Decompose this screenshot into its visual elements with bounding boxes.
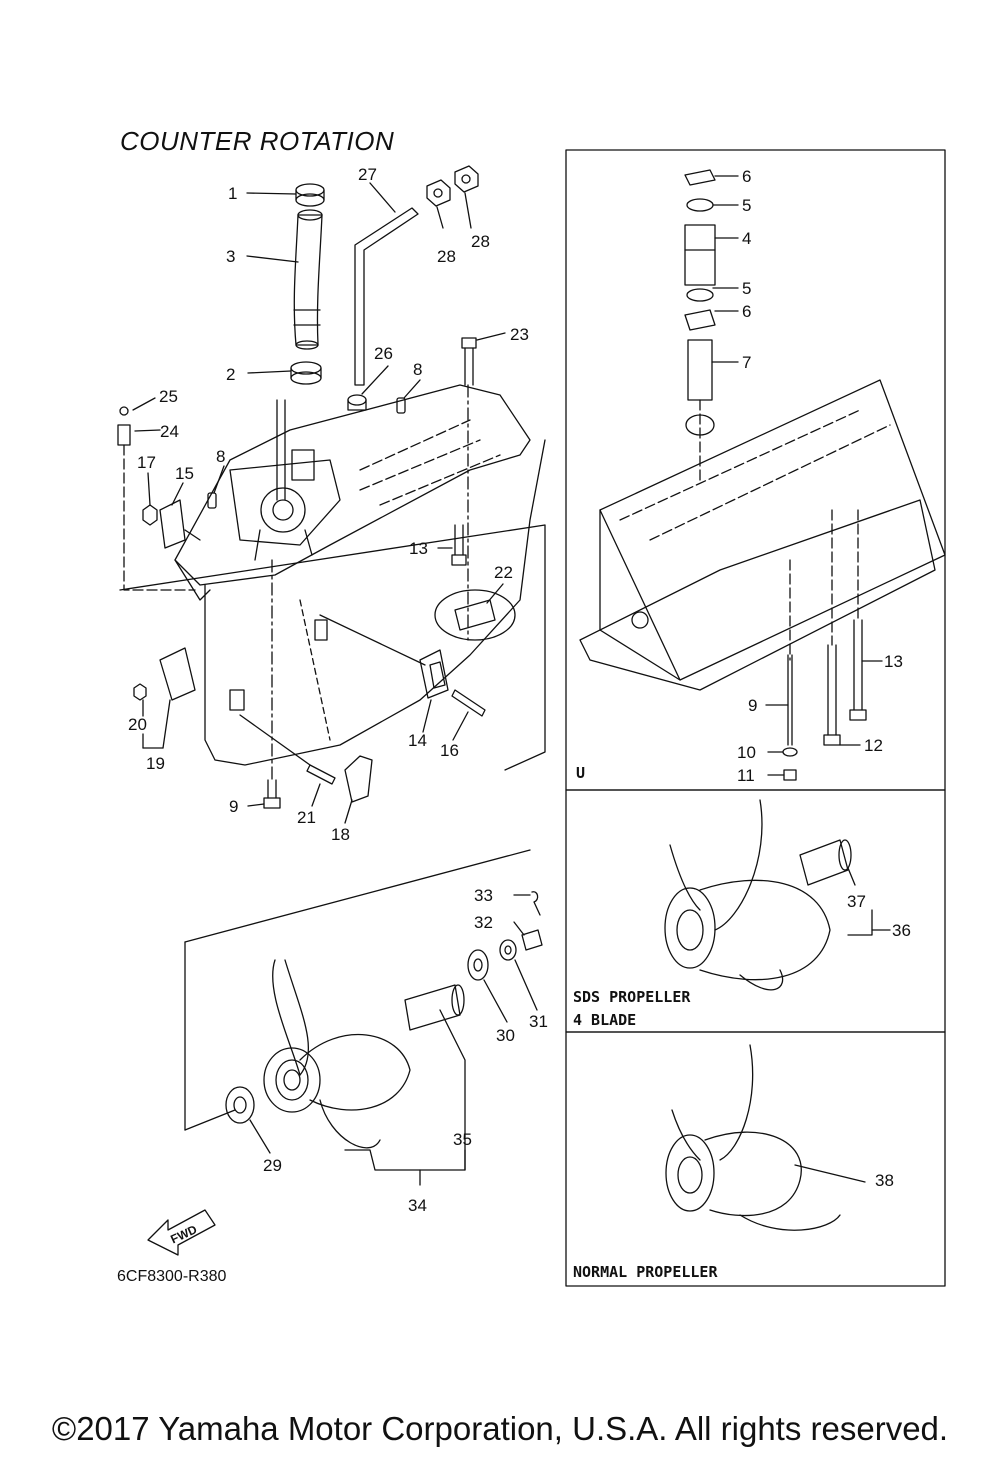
callout-19: 19 (146, 754, 165, 773)
copyright-notice: ©2017 Yamaha Motor Corporation, U.S.A. A… (51, 1410, 949, 1447)
part-19-anode (133, 647, 196, 701)
callout-22: 22 (494, 563, 513, 582)
callout-29: 29 (263, 1156, 282, 1175)
callout-30: 30 (496, 1026, 515, 1045)
callout-36: 36 (892, 921, 911, 940)
part-2-grommet (290, 361, 322, 385)
lower-case-housing (174, 384, 546, 766)
leader-lines (132, 175, 891, 1186)
callout-33: 33 (474, 886, 493, 905)
part-24-nipple (117, 406, 196, 591)
callout-6: 6 (742, 167, 751, 186)
callout-3: 3 (226, 247, 235, 266)
part-30-washer (467, 949, 489, 981)
panel-u-frame (565, 149, 946, 791)
part-13-bolt (451, 524, 467, 566)
callout-27: 27 (358, 165, 377, 184)
callout-23: 23 (510, 325, 529, 344)
part-15-bracket (142, 499, 201, 549)
part-31-washer (499, 939, 517, 961)
normal-propeller (665, 1044, 866, 1231)
callout-8: 8 (216, 447, 225, 466)
part-35-bushing (404, 984, 465, 1031)
panel-u-label: U (576, 764, 586, 782)
callout-20: 20 (128, 715, 147, 734)
part-21-bolt (306, 764, 336, 785)
part-23-bolt (461, 337, 477, 641)
callout-31: 31 (529, 1012, 548, 1031)
part-9-bolt (263, 559, 281, 809)
drive-shaft (276, 399, 315, 501)
callout-21: 21 (297, 808, 316, 827)
callout-14: 14 (408, 731, 427, 750)
diagram-title: COUNTER ROTATION (120, 126, 395, 156)
panel-u-drawing (579, 169, 946, 781)
callout-28: 28 (471, 232, 490, 251)
fwd-arrow-icon (147, 1209, 216, 1256)
callout-5: 5 (742, 196, 751, 215)
panel-sds-label-line2: 4 BLADE (573, 1011, 637, 1029)
part-28-clips (426, 165, 479, 207)
callout-18: 18 (331, 825, 350, 844)
sds-propeller (664, 799, 873, 991)
callout-7: 7 (742, 353, 751, 372)
callout-10: 10 (737, 743, 756, 762)
part-29-spacer (225, 1086, 255, 1124)
panel-sds-label-line1: SDS PROPELLER (573, 988, 691, 1006)
callout-6: 6 (742, 302, 751, 321)
diagram-code: 6CF8300-R380 (117, 1268, 227, 1285)
part-32-nut (521, 929, 543, 951)
callout-35: 35 (453, 1130, 472, 1149)
part-8-dowel (396, 397, 406, 414)
callout-16: 16 (440, 741, 459, 760)
callout-13: 13 (409, 539, 428, 558)
callout-1: 1 (228, 184, 237, 203)
callout-15: 15 (175, 464, 194, 483)
part-27-tube (354, 207, 419, 386)
callout-38: 38 (875, 1171, 894, 1190)
part-26-holder (347, 394, 367, 411)
main-propeller (263, 959, 411, 1149)
callout-9: 9 (748, 696, 757, 715)
callout-11: 11 (737, 766, 755, 785)
callout-25: 25 (159, 387, 178, 406)
part-33-pin (531, 891, 541, 916)
part-16-bolt (451, 689, 486, 717)
callout-13: 13 (884, 652, 903, 671)
callout-4: 4 (742, 229, 751, 248)
callout-28: 28 (437, 247, 456, 266)
part-8-dowel (207, 492, 217, 509)
part-22-anode (434, 589, 516, 641)
callout-12: 12 (864, 736, 883, 755)
callout-5: 5 (742, 279, 751, 298)
callout-37: 37 (847, 892, 866, 911)
part-1-seal (295, 183, 325, 207)
part-3-pipe (293, 209, 323, 350)
part-18-cover (344, 755, 373, 803)
panel-normal-label: NORMAL PROPELLER (573, 1263, 718, 1281)
callout-17: 17 (137, 453, 156, 472)
panel-normal-frame (565, 1031, 946, 1287)
callout-2: 2 (226, 365, 235, 384)
part-14-plate (419, 649, 449, 699)
callout-24: 24 (160, 422, 179, 441)
callout-26: 26 (374, 344, 393, 363)
callout-9: 9 (229, 797, 238, 816)
callout-34: 34 (408, 1196, 427, 1215)
callout-8: 8 (413, 360, 422, 379)
fwd-label: FWD (168, 1222, 199, 1246)
callout-32: 32 (474, 913, 493, 932)
